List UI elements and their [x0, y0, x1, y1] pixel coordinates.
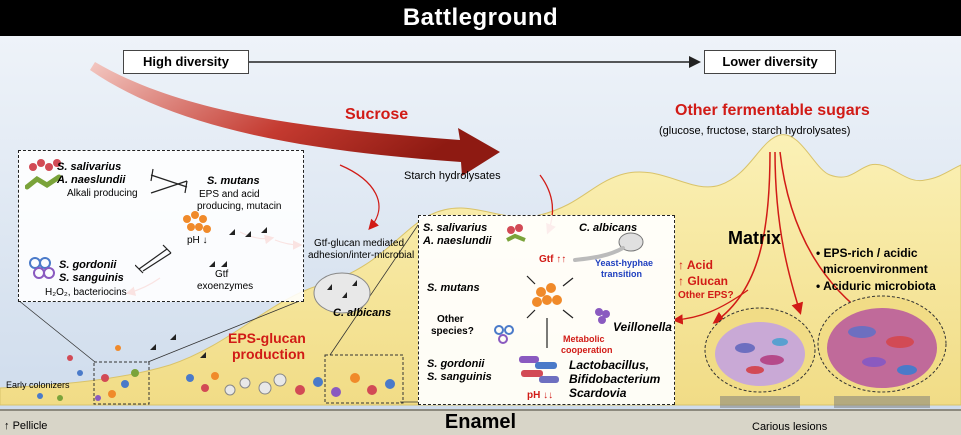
other-species-icon — [494, 325, 514, 344]
early-colonizers-label: Early colonizers — [6, 380, 70, 390]
sucrose-label: Sucrose — [345, 106, 409, 123]
gtf-up-label: Gtf ↑↑ — [539, 254, 567, 265]
matrix-glucan-label: ↑ Glucan — [678, 274, 729, 288]
pellicle-label: ↑ Pellicle — [4, 420, 48, 432]
gtf-enzyme-icon — [209, 261, 227, 267]
center-s-sanguinis-label: S. sanguinis — [427, 371, 492, 383]
eps-glucan-line1: EPS-glucan — [228, 330, 306, 346]
high-diversity-label: High diversity — [123, 50, 249, 74]
matrix-arrow — [672, 289, 749, 325]
zoom-region-early — [93, 361, 150, 405]
center-s-salivarius-label: S. salivarius — [423, 222, 488, 234]
s-mutans-label: S. mutans — [207, 175, 260, 187]
center-streptococci-icon — [506, 224, 526, 242]
candida-hyphae-icon — [573, 232, 644, 262]
ph-down-label: pH ↓ — [187, 235, 208, 246]
inhibition-symbol-bottom — [135, 244, 172, 274]
actinomyces-icon — [25, 174, 62, 190]
zoom-line-2 — [147, 299, 303, 363]
other-species-line2: species? — [431, 326, 474, 337]
zoom-region-center — [324, 354, 404, 404]
enamel-layer — [0, 409, 961, 435]
matrix-acid-label: ↑ Acid — [678, 258, 713, 272]
sucrose-to-gtf-arrow — [339, 164, 380, 230]
s-mutans-cluster-icon — [183, 211, 211, 233]
lactobacillus-label: Lactobacillus, — [569, 358, 650, 372]
lower-diversity-label: Lower diversity — [704, 50, 836, 74]
bullet-eps-rich-cont: microenvironment — [823, 262, 928, 276]
inhibition-symbol-top — [150, 168, 188, 194]
bullet-aciduric-text: Aciduric microbiota — [823, 279, 936, 293]
streptococci-cluster-icon — [29, 159, 61, 171]
center-s-mutans-label: S. mutans — [427, 282, 480, 294]
mutans-desc-line2: producing, mutacin — [197, 201, 282, 212]
scardovia-label: Scardovia — [569, 386, 627, 400]
other-species-line1: Other — [437, 314, 464, 325]
gordonii-cluster-icon — [29, 257, 55, 279]
pellicle-text: Pellicle — [12, 420, 48, 432]
yeast-hyphae-line2: transition — [601, 269, 643, 279]
lesion-right — [817, 295, 947, 408]
gtf-glucan-line2: adhesion/inter-microbial — [308, 250, 415, 261]
interaction-arrows — [526, 275, 574, 348]
bullet-eps-rich: • EPS-rich / acidic — [816, 246, 918, 260]
gtf-glucan-line1: Gtf-glucan mediated — [314, 238, 405, 249]
bullet-aciduric: • Aciduric microbiota — [816, 279, 936, 293]
competition-inset-box: S. salivarius A. naeslundii Alkali produ… — [18, 150, 304, 302]
other-sugars-label: Other fermentable sugars — [675, 102, 870, 119]
starch-hydrolysates-label: Starch hydrolysates — [404, 170, 501, 182]
early-biofilm-cells — [37, 334, 395, 401]
sucrose-arrow — [90, 62, 500, 176]
sugar-arrow-mid — [774, 151, 804, 315]
mixed-community-inset-box: S. salivarius A. naeslundii C. albicans … — [418, 215, 675, 405]
zoom-line-1 — [17, 299, 96, 363]
bifidobacterium-label: Bifidobacterium — [569, 372, 661, 386]
exoenzymes-label: exoenzymes — [197, 281, 254, 292]
other-sugars-sublabel: (glucose, fructose, starch hydrolysates) — [659, 125, 851, 137]
sugar-arrow-left — [712, 151, 771, 324]
metabolic-line1: Metabolic — [563, 334, 605, 344]
h2o2-bacteriocins-label: H₂O₂, bacteriocins — [45, 287, 127, 298]
a-naeslundii-label: A. naeslundii — [57, 174, 126, 186]
matrix-other-eps-label: Other EPS? — [678, 290, 734, 301]
s-sanguinis-label: S. sanguinis — [59, 272, 124, 284]
yeast-hyphae-line1: Yeast-hyphae — [595, 258, 654, 268]
center-s-gordonii-label: S. gordonii — [427, 358, 485, 370]
enamel-label: Enamel — [444, 411, 517, 433]
zoom-line-3 — [329, 224, 419, 356]
eps-glucan-line2: production — [232, 346, 306, 362]
mutans-desc-line1: EPS and acid — [199, 189, 260, 200]
lesion-left — [704, 307, 816, 408]
carious-lesions-label: Carious lesions — [752, 421, 828, 433]
s-gordonii-label: S. gordonii — [59, 259, 117, 271]
veillonella-icon — [595, 308, 610, 324]
center-c-albicans-label: C. albicans — [579, 222, 638, 234]
metabolic-line2: cooperation — [561, 345, 613, 355]
veillonella-label: Veillonella — [613, 320, 672, 334]
alkali-producing-label: Alkali producing — [67, 188, 138, 199]
matrix-title: Matrix — [728, 228, 782, 248]
s-salivarius-label: S. salivarius — [57, 161, 122, 173]
acid-particles-icon — [229, 227, 267, 237]
diagram-title: Battleground — [0, 0, 961, 36]
bullet-eps-rich-text: EPS-rich / acidic — [823, 246, 918, 260]
ph-down-double-label: pH ↓↓ — [527, 390, 554, 401]
lactobacillus-icon — [519, 356, 559, 383]
center-a-naeslundii-label: A. naeslundii — [423, 235, 492, 247]
gtf-label: Gtf — [215, 269, 229, 280]
c-albicans-mid-label: C. albicans — [333, 307, 392, 319]
c-albicans-cluster-icon — [313, 272, 371, 314]
